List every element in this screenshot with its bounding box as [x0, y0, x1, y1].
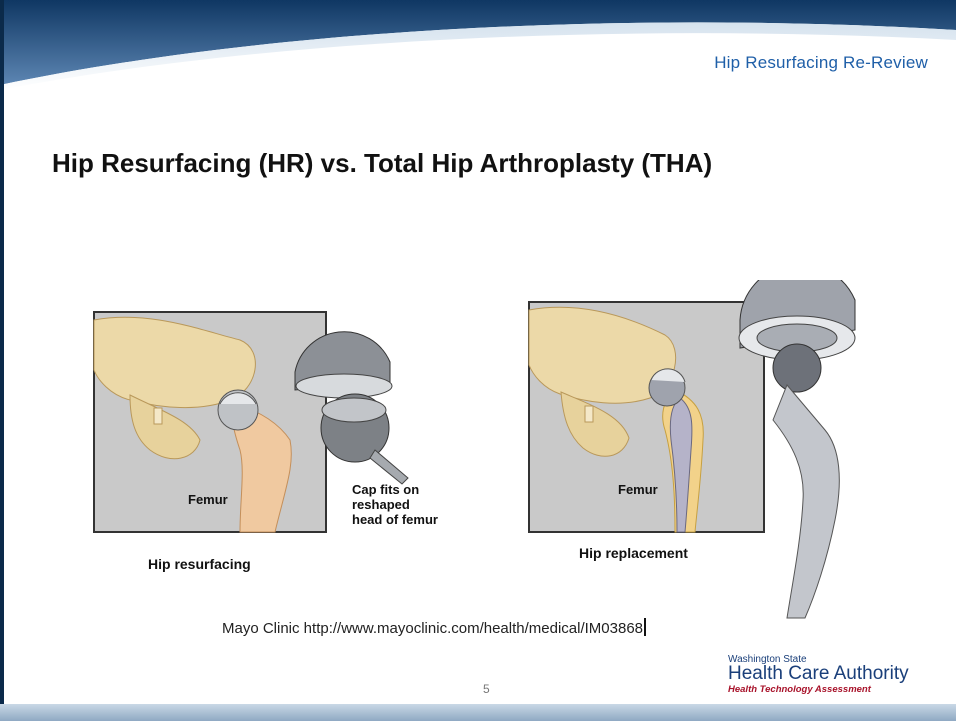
hip-replacement-illustration [525, 280, 875, 625]
right-femur-label: Femur [618, 482, 658, 497]
left-figure-caption: Hip resurfacing [148, 556, 251, 572]
page-number: 5 [483, 682, 490, 696]
source-citation-text: Mayo Clinic http://www.mayoclinic.com/he… [222, 620, 643, 637]
cap-callout-line2: reshaped [352, 497, 410, 512]
logo-line2: Health Care Authority [728, 663, 909, 685]
source-citation: Mayo Clinic http://www.mayoclinic.com/he… [222, 618, 646, 637]
cap-callout-line3: head of femur [352, 512, 438, 527]
header-tag: Hip Resurfacing Re-Review [714, 53, 928, 73]
logo-line3: Health Technology Assessment [728, 684, 871, 695]
text-cursor [644, 618, 646, 636]
right-figure-caption: Hip replacement [579, 545, 688, 561]
left-frame-border [0, 0, 4, 721]
cap-callout-line1: Cap fits on [352, 482, 419, 497]
header-swoosh [0, 0, 956, 90]
hca-logo: Washington State Health Care Authority H… [728, 654, 928, 700]
footer-bar [0, 704, 956, 721]
left-femur-label: Femur [188, 492, 228, 507]
slide-title: Hip Resurfacing (HR) vs. Total Hip Arthr… [52, 148, 712, 179]
